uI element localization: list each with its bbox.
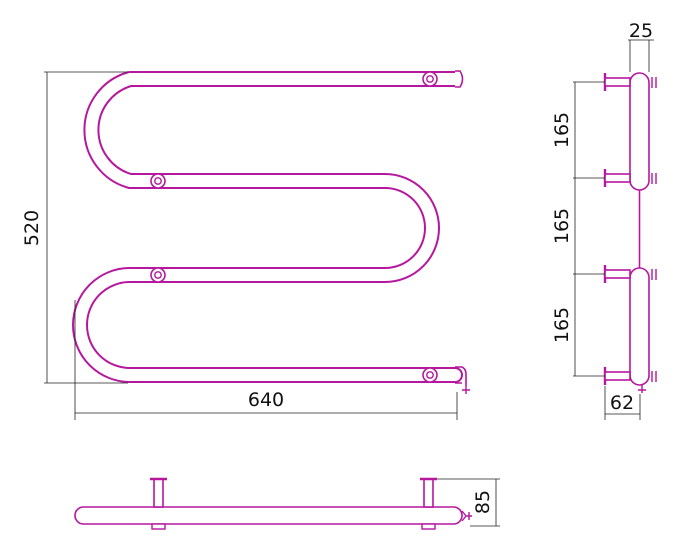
front-bottom-outlet xyxy=(455,366,467,386)
top-mount-right xyxy=(420,477,437,530)
top-horizontal-tube xyxy=(74,506,463,525)
side-top-dimension: 25 xyxy=(628,20,654,72)
side-view: 25 165 165 165 62 xyxy=(551,20,657,420)
side-upper-riser-tube xyxy=(629,72,650,191)
front-view: 520 640 xyxy=(21,70,470,420)
top-view: 85 xyxy=(74,477,500,530)
front-height-label: 520 xyxy=(21,210,43,246)
front-wall-mount-bottom-right xyxy=(422,367,438,383)
side-spacing-dimension: 165 165 165 xyxy=(551,81,605,377)
front-width-label: 640 xyxy=(248,389,284,411)
top-depth-label: 85 xyxy=(472,490,494,514)
front-wall-mount-lower-left xyxy=(150,267,166,283)
side-outlet-valve-icon xyxy=(638,385,646,393)
side-bottom-dimension: 62 xyxy=(604,386,641,420)
front-wall-mount-mid-left xyxy=(150,173,166,189)
front-serpentine-tube-outer xyxy=(72,71,463,383)
top-depth-dimension: 85 xyxy=(437,478,500,527)
side-spacing-label-3: 165 xyxy=(551,307,573,343)
side-bottom-label: 62 xyxy=(610,392,634,414)
front-serpentine-tube-inner xyxy=(74,73,461,381)
front-outlet-valve-icon xyxy=(462,386,470,394)
front-wall-mount-top-right xyxy=(422,71,438,87)
top-mount-left xyxy=(150,477,167,530)
front-width-dimension: 640 xyxy=(74,300,458,420)
side-top-label: 25 xyxy=(629,20,653,42)
side-lower-riser-tube xyxy=(629,267,650,386)
front-height-dimension: 520 xyxy=(21,71,128,384)
front-top-end-cap xyxy=(455,70,464,88)
top-outlet-valve-icon xyxy=(461,510,472,522)
side-spacing-label-2: 165 xyxy=(551,208,573,244)
side-spacing-label-1: 165 xyxy=(551,112,573,148)
